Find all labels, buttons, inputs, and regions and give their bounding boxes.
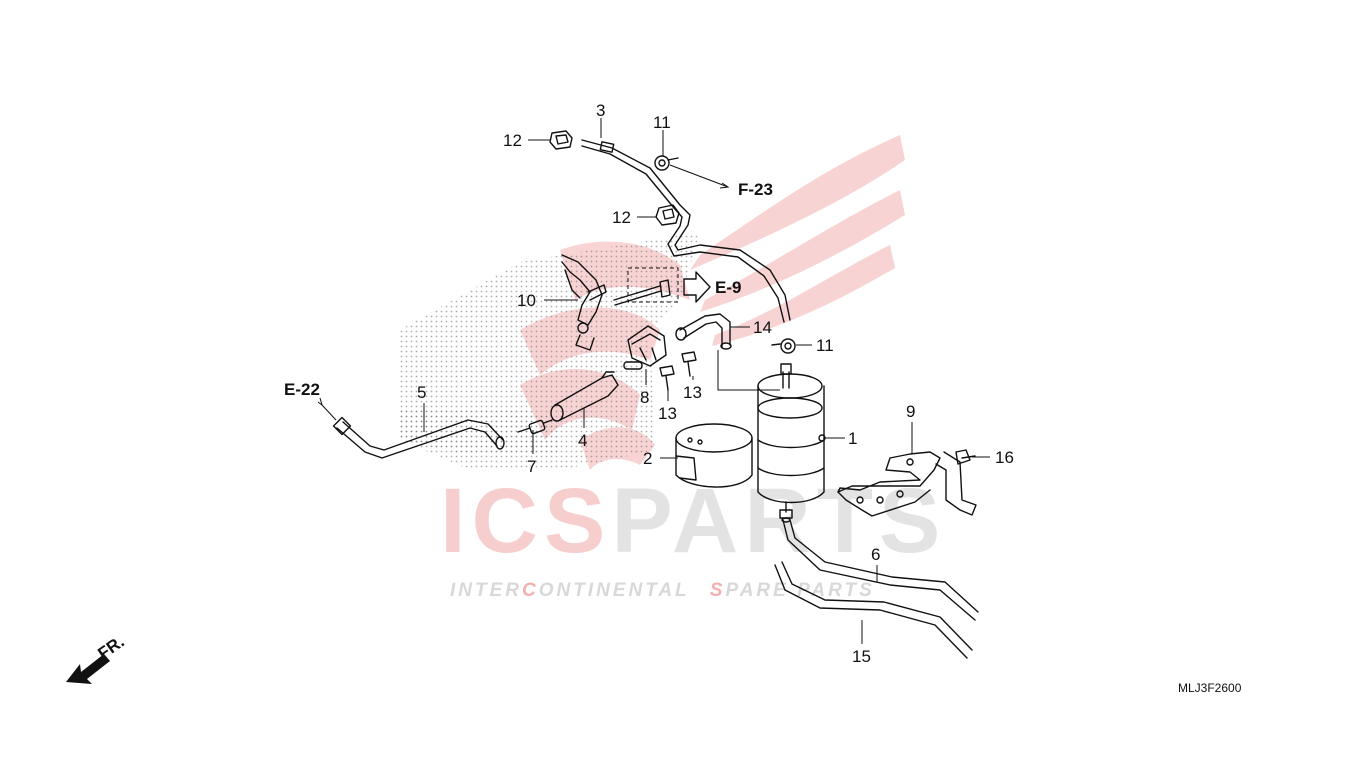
callout-8: 8 [640,388,649,407]
callout-9: 9 [906,402,915,421]
part-12-clip-mid[interactable] [655,204,680,226]
callout-16: 16 [995,448,1014,467]
part-15-hose[interactable] [774,561,973,659]
front-direction-marker: FR. [66,632,128,684]
part-16-bolt[interactable] [955,449,976,465]
callout-13-a: 13 [683,383,702,402]
watermark-tag-1: INTER [450,580,522,601]
callout-6: 6 [871,545,880,564]
callout-1: 1 [848,429,857,448]
watermark-tag-3: ONTINENTAL [539,580,690,601]
e9-dashed-box [627,267,679,303]
part-13-screw-a[interactable] [681,351,697,377]
part-7-joint[interactable] [517,419,553,435]
watermark-brand-ics: ICS [440,470,611,572]
bolt-e9[interactable] [613,279,671,306]
part-12-clip-top[interactable] [549,130,573,150]
e9-arrow-icon [683,271,711,303]
watermark-tag-2: C [522,580,539,601]
callout-4: 4 [578,431,587,450]
part-5-tube[interactable] [332,416,505,459]
part-8-valve[interactable] [623,325,667,370]
ref-e22[interactable]: E-22 [284,380,320,399]
part-9-bracket[interactable] [837,451,977,517]
svg-text:ICSPARTS: ICSPARTS [440,470,946,572]
diagram-code: MLJ3F2600 [1178,681,1242,695]
part-3-tube[interactable] [581,139,791,323]
callout-2: 2 [643,449,652,468]
callout-7: 7 [527,457,536,476]
part-10-bracket[interactable] [561,254,607,351]
watermark-brand-parts: PARTS [611,470,946,572]
part-11-clamp-top[interactable] [654,155,679,171]
part-6-hose[interactable] [781,517,979,621]
watermark-tag-4: S [710,580,726,601]
callout-5: 5 [417,383,426,402]
leader-lines [317,118,990,644]
callout-14: 14 [753,318,772,337]
callout-numbers: 3 11 12 12 10 14 11 8 13 13 5 4 7 2 1 9 … [417,101,1014,666]
callout-12-top: 12 [503,131,522,150]
ref-f23[interactable]: F-23 [738,180,773,199]
callout-3: 3 [596,101,605,120]
callout-11-top: 11 [653,113,671,132]
callout-11-right: 11 [816,336,834,355]
callout-10: 10 [517,291,536,310]
callout-15: 15 [852,647,871,666]
ref-e9[interactable]: E-9 [715,278,741,297]
front-arrow-icon [66,654,110,684]
halftone-shadow-lower [400,408,560,455]
watermark-brand: ICSPARTS INTERCONTINENTAL SPARE PARTS [440,470,946,601]
part-2-band[interactable] [675,423,753,488]
callout-13-b: 13 [658,404,677,423]
part-11-clamp-right[interactable] [771,338,796,354]
part-4-joint[interactable] [550,371,619,422]
watermark-tag-5: PARE PARTS [725,580,874,601]
callout-12-mid: 12 [612,208,631,227]
part-1-canister[interactable] [757,363,826,519]
part-13-screw-b[interactable] [659,365,675,391]
part-14-hose[interactable] [675,313,732,350]
